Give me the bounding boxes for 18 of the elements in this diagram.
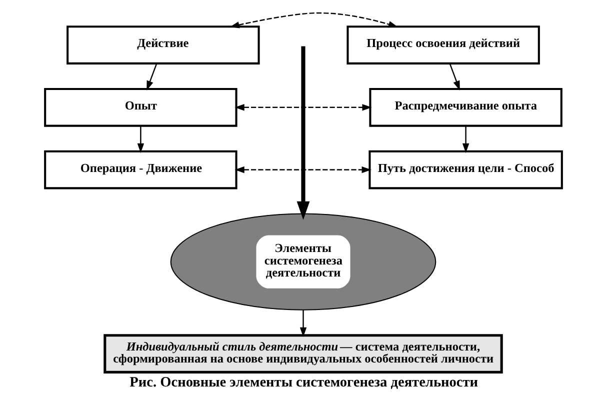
- node-box: Путь достижения цели - Способ: [368, 150, 562, 190]
- arrow: [299, 310, 306, 338]
- arrow: [234, 104, 372, 111]
- arrow: [234, 166, 371, 174]
- node-box: Опыт: [44, 88, 237, 127]
- caption: Рис. Основные элементы системогенеза деятельности: [129, 374, 478, 391]
- arrow: [146, 63, 157, 91]
- node-box: Распредмечивание опыта: [368, 88, 562, 127]
- arrow: [296, 46, 310, 220]
- arrow: [229, 12, 398, 28]
- arrow: [448, 63, 460, 91]
- arrow: [462, 126, 469, 153]
- node-box: Операция - Движение: [44, 150, 237, 190]
- node-box: Действие: [66, 26, 260, 64]
- arrow: [136, 126, 144, 153]
- node-ellipse: Элементы системогенеза деятельности: [170, 213, 436, 310]
- node-box: Процесс освоения действий: [346, 26, 540, 64]
- node-box: Индивидуальный стиль деятельности — система деятельности, сформированная на основе индивидуальных особенностей личности: [103, 334, 502, 374]
